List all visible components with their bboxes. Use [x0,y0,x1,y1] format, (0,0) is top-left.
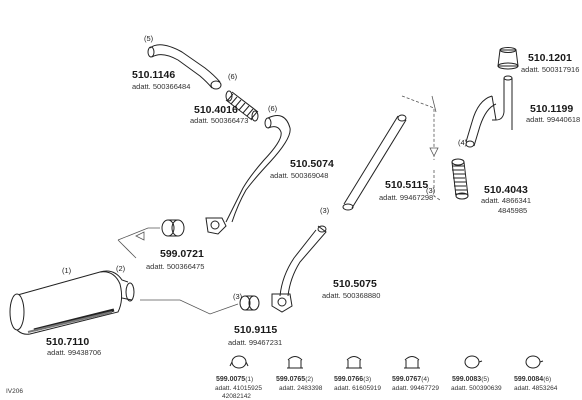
callout-2: (2) [116,264,126,273]
callout-4: (4) [458,138,468,147]
clamp-label: 599.0765(2) [276,376,314,383]
rain-cap-drawing [497,47,519,70]
callout-6b: (6) [268,104,278,113]
stack-pipe-drawing [465,75,513,148]
part-adatt: adatt. 99440618 [526,115,581,124]
part-adatt: adatt. 500366473 [190,116,249,125]
callout-3b: (3) [320,206,330,215]
clamp-adatt-alt: 42082142 [222,393,251,400]
part-adatt-alt: 4845985 [498,206,528,215]
rear-pipe-drawing [271,225,327,313]
part-number: 510.4016 [194,104,238,116]
callout-3a: (3) [233,292,243,301]
part-adatt: adatt. 99467231 [228,338,283,347]
callout-3c: (3) [426,186,436,195]
leader-lines [117,95,441,315]
flange-drawing [161,219,185,237]
tail-pipe-drawing [342,114,407,211]
clamp-icons [229,355,544,369]
part-number: 510.7110 [46,336,90,348]
clamp-adatt: adatt. 2483398 [279,385,323,392]
clamp-adatt: adatt. 500390639 [451,385,502,392]
part-adatt: adatt. 500366475 [146,262,205,271]
clamp-label: 599.0075(1) [216,376,254,383]
clamp-adatt: adatt. 61605919 [334,385,381,392]
part-adatt: adatt. 4866341 [481,196,532,205]
diagram-code: IV206 [6,388,23,395]
part-number: 510.5074 [290,158,334,170]
callout-5: (5) [144,34,154,43]
part-number: 599.0721 [160,248,204,260]
part-number: 510.1146 [132,69,176,81]
clamp-label: 599.0766(3) [334,376,372,383]
flex-hose-lower-drawing [451,158,469,200]
flange-lower-drawing [239,295,260,311]
part-number: 510.1199 [530,103,574,115]
clamp-label: 599.0767(4) [392,376,430,383]
part-number: 510.5115 [385,179,429,191]
callout-1: (1) [62,266,72,275]
clamp-adatt: adatt. 99467729 [392,385,439,392]
part-adatt: adatt. 500368880 [322,291,381,300]
part-adatt: adatt. 500369048 [270,171,329,180]
part-adatt: adatt. 99467298 [379,193,434,202]
muffler-drawing [9,270,135,335]
part-adatt: adatt. 500317916 [521,65,580,74]
elbow-pipe-drawing [147,44,222,90]
clamp-adatt: adatt. 41015925 [215,385,262,392]
callout-6a: (6) [228,72,238,81]
part-number: 510.9115 [234,324,278,336]
part-number: 510.1201 [528,52,572,64]
part-adatt: adatt. 99438706 [47,348,102,357]
part-number: 510.4043 [484,184,528,196]
clamp-label: 599.0083(5) [452,376,490,383]
flex-hose-drawing [225,90,259,122]
clamp-adatt: adatt. 4853264 [514,385,558,392]
part-number: 510.5075 [333,278,377,290]
part-adatt: adatt. 500366484 [132,82,191,91]
clamp-label: 599.0084(6) [514,376,552,383]
intermediate-pipe-drawing [205,115,291,235]
